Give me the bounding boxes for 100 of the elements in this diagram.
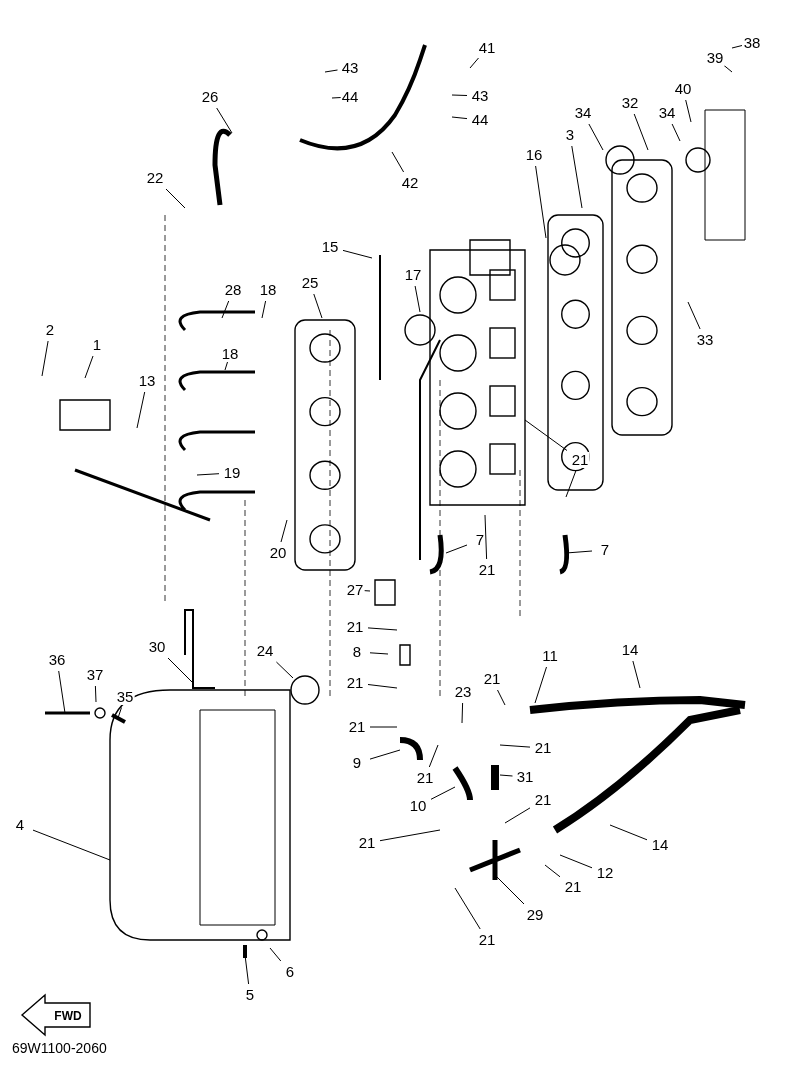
leader-line bbox=[494, 874, 525, 905]
callout-number: 34 bbox=[657, 105, 677, 121]
callout-number: 41 bbox=[477, 40, 497, 56]
callout-number: 14 bbox=[650, 837, 670, 853]
callout-number: 18 bbox=[220, 346, 240, 362]
callout-number: 21 bbox=[533, 740, 553, 756]
leader-line bbox=[469, 57, 479, 69]
leader-line bbox=[687, 301, 701, 330]
leader-line bbox=[280, 519, 288, 543]
leader-line bbox=[379, 829, 441, 842]
callout-number: 20 bbox=[268, 545, 288, 561]
callout-number: 43 bbox=[340, 60, 360, 76]
leader-line bbox=[32, 829, 111, 861]
callout-number: 21 bbox=[345, 619, 365, 635]
callout-number: 23 bbox=[453, 684, 473, 700]
leader-line bbox=[216, 107, 233, 134]
leader-line bbox=[609, 824, 648, 841]
leader-line bbox=[196, 473, 220, 476]
leader-line bbox=[535, 165, 547, 239]
callout-number: 13 bbox=[137, 373, 157, 389]
leader-line bbox=[524, 419, 568, 451]
leader-line bbox=[430, 786, 456, 800]
callout-number: 39 bbox=[705, 50, 725, 66]
callout-number: 21 bbox=[347, 719, 367, 735]
callout-number: 9 bbox=[351, 755, 363, 771]
leader-line bbox=[633, 113, 649, 151]
leader-line bbox=[269, 947, 282, 962]
callout-number: 17 bbox=[403, 267, 423, 283]
callout-number: 8 bbox=[351, 644, 363, 660]
leader-line bbox=[136, 391, 146, 429]
leader-line bbox=[331, 97, 342, 99]
callout-number: 1 bbox=[91, 337, 103, 353]
leader-line bbox=[369, 726, 398, 728]
callout-number: 44 bbox=[340, 89, 360, 105]
leader-line bbox=[275, 661, 294, 679]
callout-number: 3 bbox=[564, 127, 576, 143]
leader-line bbox=[414, 285, 421, 313]
callout-number: 21 bbox=[570, 452, 590, 468]
leader-line bbox=[565, 470, 577, 498]
callout-number: 21 bbox=[415, 770, 435, 786]
callout-number: 7 bbox=[599, 542, 611, 558]
leader-line bbox=[167, 657, 194, 684]
callout-number: 21 bbox=[563, 879, 583, 895]
callout-number: 37 bbox=[85, 667, 105, 683]
callout-number: 21 bbox=[482, 671, 502, 687]
leader-line bbox=[367, 627, 398, 631]
leader-line bbox=[391, 151, 405, 173]
leader-line bbox=[342, 249, 373, 259]
leader-line bbox=[84, 355, 94, 379]
leader-line bbox=[324, 69, 338, 73]
leader-line bbox=[41, 340, 49, 377]
callout-number: 2 bbox=[44, 322, 56, 338]
leader-line bbox=[224, 361, 228, 371]
callout-number: 36 bbox=[47, 652, 67, 668]
leader-line bbox=[221, 300, 230, 319]
callout-number: 16 bbox=[524, 147, 544, 163]
leader-line bbox=[367, 684, 398, 689]
callout-number: 21 bbox=[533, 792, 553, 808]
callout-number: 6 bbox=[284, 964, 296, 980]
callout-number: 26 bbox=[200, 89, 220, 105]
callout-number: 21 bbox=[345, 675, 365, 691]
callout-number: 38 bbox=[742, 35, 762, 51]
leader-line bbox=[588, 123, 604, 151]
leader-line bbox=[369, 652, 389, 655]
callout-number: 24 bbox=[255, 643, 275, 659]
callout-number: 11 bbox=[541, 648, 559, 664]
callout-number: 28 bbox=[223, 282, 243, 298]
leader-line bbox=[244, 954, 250, 985]
leader-line bbox=[499, 744, 531, 748]
callout-number: 21 bbox=[477, 562, 497, 578]
leader-line bbox=[454, 887, 481, 930]
callout-number: 29 bbox=[525, 907, 545, 923]
callout-number: 19 bbox=[222, 465, 242, 481]
callout-number: 4 bbox=[14, 817, 26, 833]
callout-number: 25 bbox=[300, 275, 320, 291]
callout-number: 18 bbox=[258, 282, 278, 298]
callout-number: 21 bbox=[357, 835, 377, 851]
leader-line bbox=[451, 94, 468, 96]
callout-number: 44 bbox=[470, 112, 490, 128]
callout-number: 27 bbox=[345, 582, 365, 598]
callout-number: 31 bbox=[515, 769, 535, 785]
callout-number: 30 bbox=[147, 639, 167, 655]
callout-number: 21 bbox=[477, 932, 497, 948]
leader-line bbox=[428, 744, 439, 768]
callout-number: 34 bbox=[573, 105, 593, 121]
callout-number: 42 bbox=[400, 175, 420, 191]
leader-line bbox=[369, 749, 401, 760]
leader-line bbox=[261, 300, 267, 319]
leader-line bbox=[117, 707, 122, 719]
leader-line bbox=[632, 660, 641, 689]
leader-line bbox=[504, 807, 531, 824]
callout-number: 5 bbox=[244, 987, 256, 1003]
callout-number: 35 bbox=[115, 689, 135, 705]
callout-number: 15 bbox=[320, 239, 340, 255]
leader-line bbox=[534, 666, 547, 704]
leader-line bbox=[731, 45, 743, 49]
leader-line bbox=[461, 702, 464, 724]
leader-line bbox=[497, 689, 506, 706]
leader-line bbox=[484, 514, 488, 560]
leader-line bbox=[723, 64, 733, 73]
